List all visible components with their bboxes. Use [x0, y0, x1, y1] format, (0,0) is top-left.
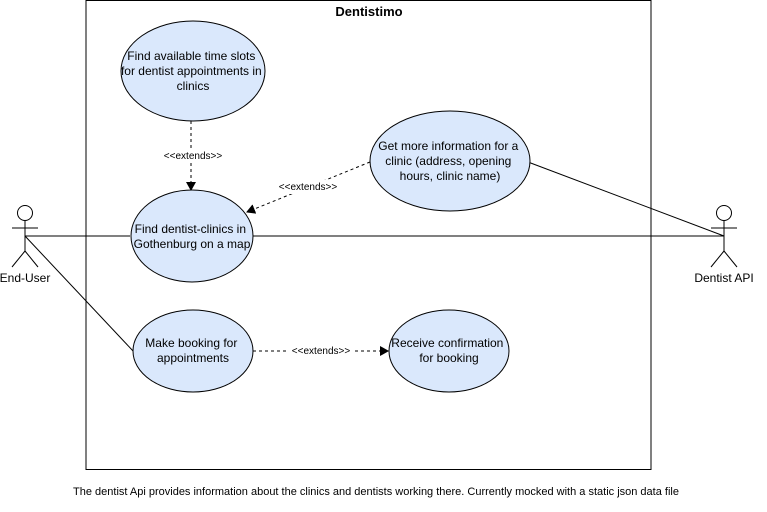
use-case-get-info-line-1: Get more information for a: [378, 139, 518, 153]
diagram-caption: The dentist Api provides information abo…: [73, 486, 679, 498]
use-case-receive-confirmation: Receive confirmation for booking: [388, 309, 510, 393]
association-getinfo-dentistapi: [527, 161, 725, 237]
use-case-get-info: Get more information for a clinic (addre…: [369, 110, 531, 212]
use-case-find-clinics-line-1: Find dentist-clinics in: [135, 222, 246, 236]
svg-text:Make booking for appoint: Make booking for appointments: [145, 336, 240, 365]
stick-figure-icon: [710, 205, 738, 268]
use-case-get-info-line-2: clinic (address, opening: [385, 154, 511, 168]
extends-label-booking: <<extends>>: [292, 346, 351, 357]
svg-text:Receive confirmation for: Receive confirmation for booking: [391, 336, 506, 365]
svg-text:Get more information for a: Get more information for a clinic (addre…: [378, 139, 521, 183]
use-case-find-slots-line-3: clinics: [177, 79, 210, 93]
actor-dentist-api: Dentist API: [694, 205, 754, 285]
system-title: Dentistimo: [335, 4, 402, 19]
svg-text:Find dentist-clinics in: Find dentist-clinics in Gothenburg on a …: [134, 222, 251, 251]
use-case-get-info-line-3: hours, clinic name): [400, 169, 501, 183]
actor-dentist-api-label: Dentist API: [694, 271, 753, 285]
extends-label-info: <<extends>>: [279, 182, 338, 193]
use-case-find-slots-line-2: for dentist appointments in: [121, 64, 262, 78]
use-case-make-booking-line-2: appointments: [157, 351, 229, 365]
actor-end-user-label: End-User: [0, 271, 50, 285]
use-case-find-clinics-line-2: Gothenburg on a map: [134, 237, 251, 251]
association-enduser-makebooking: [24, 235, 135, 353]
stick-figure-icon: [11, 205, 39, 268]
use-case-find-slots-line-1: Find available time slots: [127, 49, 255, 63]
use-case-receive-confirmation-line-2: for booking: [419, 351, 478, 365]
use-case-find-clinics: Find dentist-clinics in Gothenburg on a …: [130, 189, 254, 283]
use-case-make-booking-line-1: Make booking for: [145, 336, 237, 350]
extends-label-slots: <<extends>>: [164, 151, 223, 162]
svg-text:Find available time slots: Find available time slots for dentist ap…: [121, 49, 265, 93]
use-case-receive-confirmation-line-1: Receive confirmation: [391, 336, 503, 350]
use-case-make-booking: Make booking for appointments: [132, 309, 254, 393]
actor-end-user: End-User: [0, 205, 50, 285]
use-case-find-slots: Find available time slots for dentist ap…: [120, 20, 266, 122]
